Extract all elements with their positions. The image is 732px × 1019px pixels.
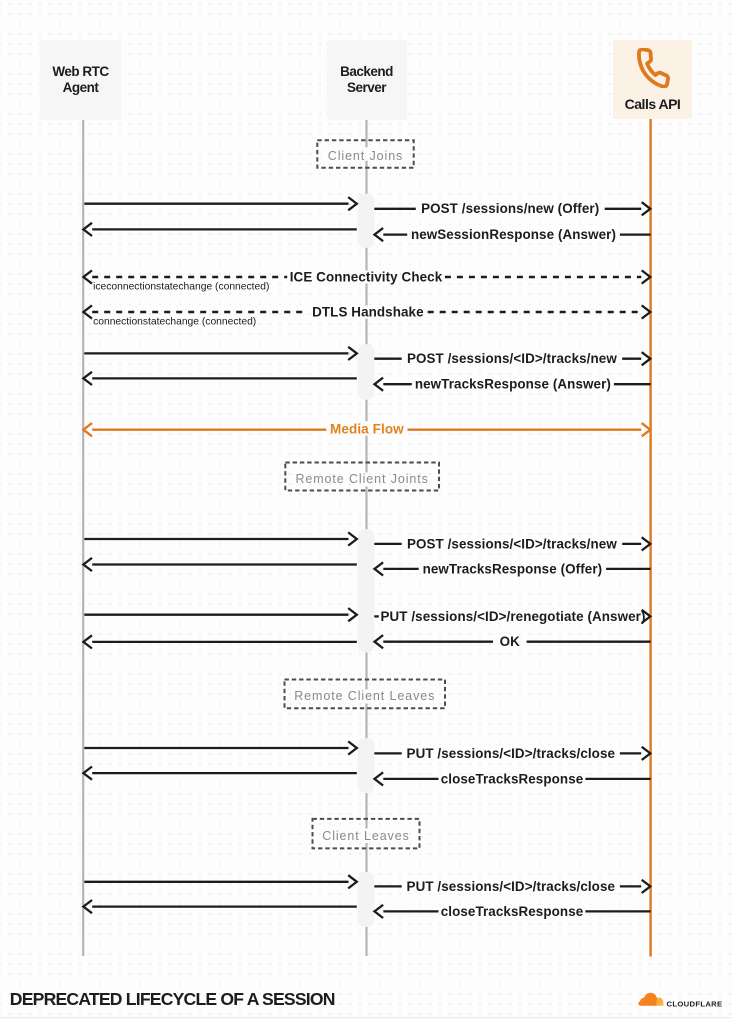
svg-text:POST /sessions/<ID>/tracks/new: POST /sessions/<ID>/tracks/new [407,536,617,551]
svg-text:newTracksResponse (Answer): newTracksResponse (Answer) [415,377,611,392]
svg-text:connectionstatechange (connect: connectionstatechange (connected) [93,316,256,327]
svg-text:Media Flow: Media Flow [330,422,404,437]
svg-text:PUT /sessions/<ID>/renegotiate: PUT /sessions/<ID>/renegotiate (Answer) [380,609,645,624]
svg-text:CLOUDFLARE: CLOUDFLARE [667,1000,723,1009]
svg-text:newSessionResponse (Answer): newSessionResponse (Answer) [411,227,616,242]
svg-text:OK: OK [500,634,521,649]
svg-text:PUT /sessions/<ID>/tracks/clos: PUT /sessions/<ID>/tracks/close [407,746,616,761]
svg-text:POST /sessions/new (Offer): POST /sessions/new (Offer) [421,201,599,216]
svg-text:closeTracksResponse: closeTracksResponse [441,904,584,919]
svg-text:iceconnectionstatechange (conn: iceconnectionstatechange (connected) [93,281,269,292]
svg-text:PUT /sessions/<ID>/tracks/clos: PUT /sessions/<ID>/tracks/close [407,879,616,894]
svg-text:POST /sessions/<ID>/tracks/new: POST /sessions/<ID>/tracks/new [407,351,617,366]
svg-text:closeTracksResponse: closeTracksResponse [441,771,584,786]
svg-text:DTLS Handshake: DTLS Handshake [312,305,424,320]
svg-text:ICE Connectivity Check: ICE Connectivity Check [290,270,443,285]
svg-text:newTracksResponse (Offer): newTracksResponse (Offer) [423,561,603,576]
